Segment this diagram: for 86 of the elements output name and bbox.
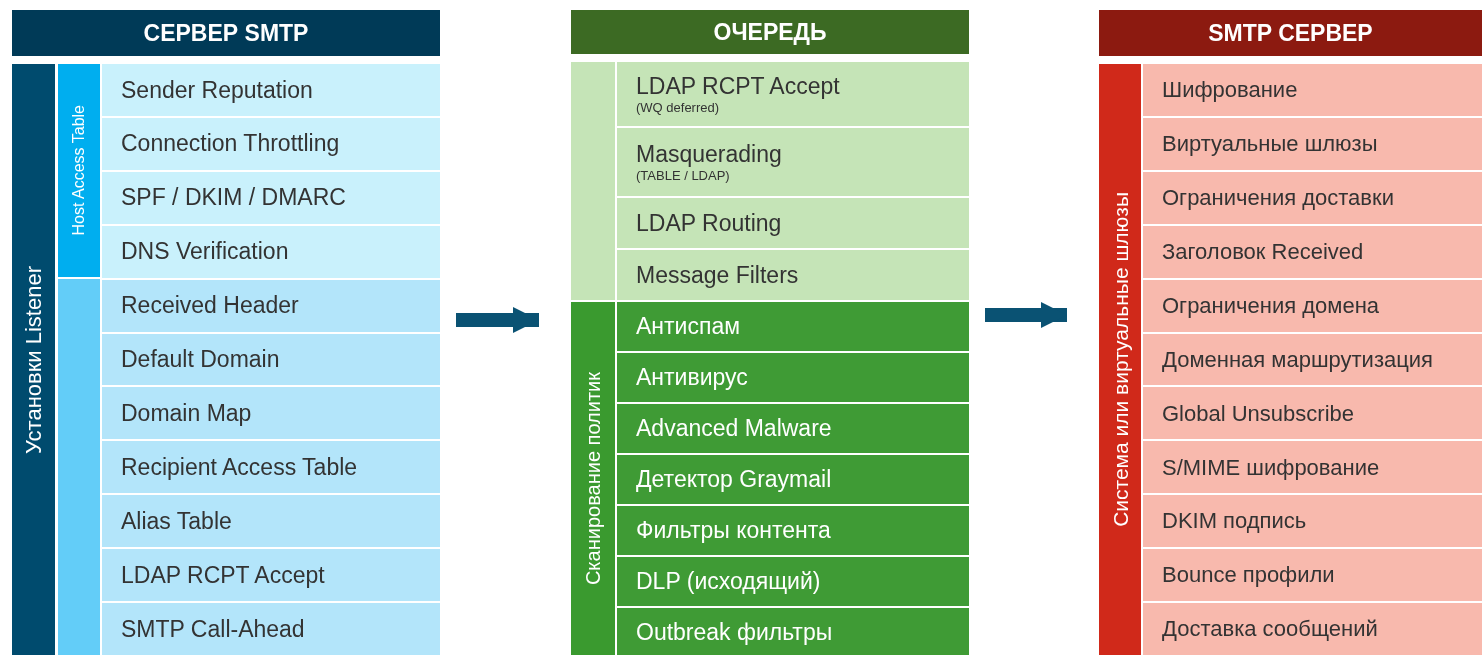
- list-row: [1143, 225, 1482, 278]
- list-row: [102, 549, 440, 602]
- side-band: [58, 279, 100, 655]
- row-label: Outbreak фильтры: [636, 618, 834, 647]
- list-row: [1143, 603, 1482, 655]
- list-row: [617, 353, 969, 402]
- column-panel: [12, 10, 440, 655]
- row-label: Global Unsubscribe: [1162, 399, 1355, 428]
- band-label: Установки Listener: [22, 265, 45, 454]
- row-note: (WQ deferred): [636, 100, 721, 117]
- row-label: Advanced Malware: [636, 414, 833, 443]
- row-label: Доменная маршрутизация: [1162, 345, 1435, 374]
- row-label: Alias Table: [121, 506, 233, 536]
- list-row: [102, 603, 440, 655]
- list-row: [102, 64, 440, 116]
- side-band: [571, 302, 615, 655]
- row-label: LDAP RCPT Accept: [636, 71, 841, 101]
- row-label: LDAP Routing: [636, 208, 783, 238]
- row-label: DLP (исходящий): [636, 567, 822, 596]
- list-row: [1143, 495, 1482, 548]
- column-header: SMTP СЕРВЕР: [1099, 10, 1482, 56]
- column-panel: [571, 10, 969, 655]
- row-label: Default Domain: [121, 345, 281, 374]
- side-band: [58, 64, 100, 277]
- band-label: Сканирование политик: [583, 371, 603, 586]
- row-label: Антивирус: [636, 363, 749, 392]
- list-row: [102, 171, 440, 224]
- row-label: Masquerading: [636, 139, 783, 169]
- row-label: Заголовок Received: [1162, 237, 1365, 266]
- row-label: Ограничения домена: [1162, 291, 1381, 320]
- list-row: [1143, 387, 1482, 440]
- list-row: [1143, 279, 1482, 332]
- list-row: [1143, 117, 1482, 170]
- list-row: [617, 128, 969, 196]
- row-label: Connection Throttling: [121, 129, 341, 159]
- row-label: DNS Verification: [121, 237, 290, 267]
- row-label: Domain Map: [121, 399, 253, 428]
- band-label: Host Access Table: [71, 105, 87, 236]
- arrow: [985, 302, 1067, 328]
- row-label: Антиспам: [636, 312, 741, 341]
- list-row: [617, 455, 969, 504]
- list-row: [1143, 333, 1482, 386]
- list-row: [102, 225, 440, 278]
- row-label: DKIM подпись: [1162, 507, 1308, 535]
- list-row: [102, 495, 440, 548]
- side-band: [12, 64, 55, 655]
- list-row: [1143, 64, 1482, 116]
- side-band: [1099, 64, 1141, 655]
- list-row: [617, 198, 969, 248]
- list-row: [617, 404, 969, 453]
- arrow: [456, 307, 539, 333]
- row-label: SMTP Call-Ahead: [121, 614, 306, 644]
- list-row: [1143, 171, 1482, 224]
- list-row: [617, 608, 969, 655]
- list-row: [617, 302, 969, 351]
- row-label: Received Header: [121, 291, 300, 320]
- row-label: Ограничения доставки: [1162, 184, 1395, 212]
- list-row: [102, 441, 440, 494]
- list-row: [617, 506, 969, 555]
- list-row: [617, 62, 969, 126]
- row-label: Message Filters: [636, 260, 800, 290]
- row-label: Bounce профили: [1162, 561, 1336, 589]
- list-row: [102, 333, 440, 386]
- row-label: SPF / DKIM / DMARC: [121, 183, 347, 213]
- row-label: Recipient Access Table: [121, 452, 359, 482]
- side-band: [571, 62, 615, 300]
- column-header: СЕРВЕР SMTP: [12, 10, 440, 56]
- row-label: LDAP RCPT Accept: [121, 560, 326, 590]
- row-label: Виртуальные шлюзы: [1162, 130, 1379, 158]
- column-panel: [1099, 10, 1482, 655]
- list-row: [1143, 549, 1482, 602]
- list-row: [1143, 441, 1482, 494]
- list-row: [102, 279, 440, 332]
- row-note: (TABLE / LDAP): [636, 168, 731, 185]
- row-label: Детектор Graymail: [636, 465, 833, 494]
- row-label: Фильтры контента: [636, 516, 832, 545]
- list-row: [617, 557, 969, 606]
- row-label: Доставка сообщений: [1162, 615, 1379, 643]
- column-header: ОЧЕРЕДЬ: [571, 10, 969, 54]
- list-row: [102, 117, 440, 170]
- list-row: [102, 387, 440, 440]
- list-row: [617, 250, 969, 300]
- row-label: Sender Reputation: [121, 75, 314, 105]
- band-label: Система или виртуальные шлюзы: [1109, 192, 1131, 527]
- row-label: S/MIME шифрование: [1162, 453, 1381, 482]
- row-label: Шифрование: [1162, 76, 1299, 104]
